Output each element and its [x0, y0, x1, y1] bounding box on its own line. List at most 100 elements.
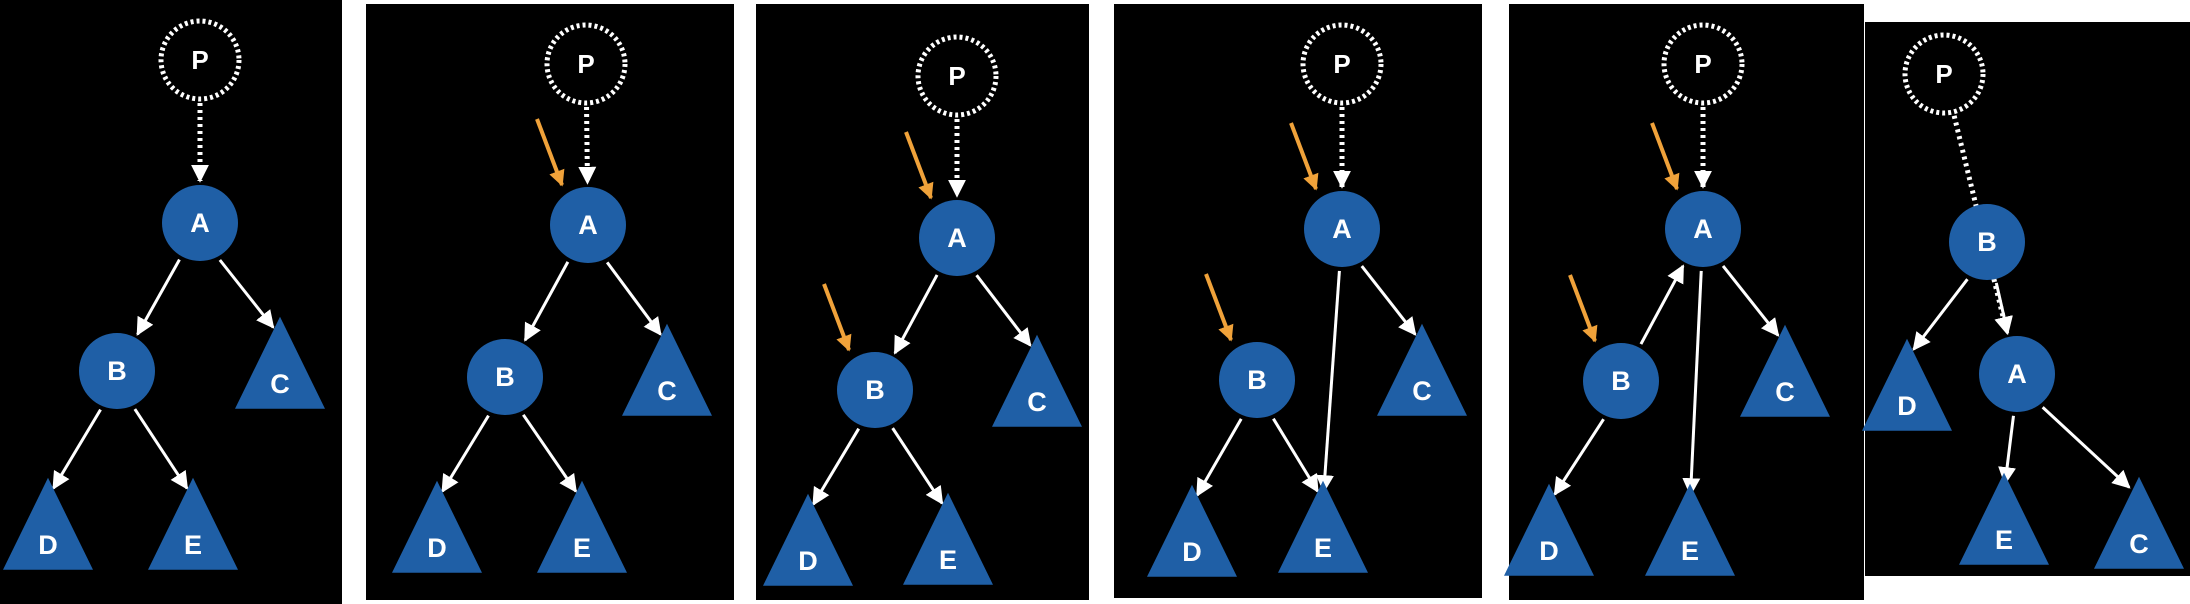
node-circle [1979, 336, 2055, 412]
node-circle [1304, 191, 1380, 267]
node-label: D [1539, 536, 1559, 566]
edge-B-E [1272, 417, 1319, 493]
node-circle [919, 200, 995, 276]
node-label: P [1935, 59, 1952, 89]
edge-P-A [1951, 115, 2012, 335]
node-label: E [1995, 525, 2013, 555]
edge-B-D [1912, 278, 1969, 351]
parent-circle [1661, 22, 1745, 106]
node-C: C [1377, 323, 1467, 416]
node-D: D [1862, 338, 1952, 431]
node-D: D [1504, 483, 1594, 576]
parent-circle [544, 22, 628, 106]
parent-circle [1300, 22, 1384, 106]
node-label: D [798, 546, 818, 576]
node-P: P [1661, 22, 1745, 106]
node-label: A [1332, 214, 1352, 244]
node-label: C [1412, 376, 1432, 406]
node-circle [550, 187, 626, 263]
node-label: E [573, 533, 591, 563]
edge-P-A [578, 106, 597, 185]
highlight-arrow-B [1568, 274, 1598, 343]
node-B: B [837, 352, 913, 428]
edge-A-C [218, 259, 275, 329]
edge-A-B [136, 258, 181, 336]
node-label: E [939, 545, 957, 575]
node-label: A [578, 210, 598, 240]
subtree-triangle [392, 480, 482, 573]
node-E: E [1278, 480, 1368, 573]
highlight-arrow-A [1289, 122, 1319, 191]
node-A: A [550, 187, 626, 263]
node-label: B [495, 362, 515, 392]
node-circle [837, 352, 913, 428]
subtree-triangle [622, 323, 712, 416]
subtree-triangle [2094, 476, 2184, 569]
edge-A-E [1315, 270, 1341, 494]
edge-B-D [52, 408, 102, 490]
node-C: C [1740, 324, 1830, 417]
edge-B-E [522, 413, 578, 493]
edge-A-B [893, 274, 939, 355]
node-label: C [657, 376, 677, 406]
node-C: C [2094, 476, 2184, 569]
subtree-triangle [537, 480, 627, 573]
node-label: P [191, 45, 208, 75]
edge-B-D [812, 427, 860, 506]
edge-B-E [891, 427, 944, 505]
edge-A-C [2041, 406, 2131, 489]
edge-A-C [1360, 265, 1417, 336]
node-label: P [577, 49, 594, 79]
node-D: D [763, 493, 853, 586]
node-E: E [1959, 472, 2049, 565]
node-label: D [38, 530, 58, 560]
panel-3: P A B C D E [756, 4, 1089, 600]
node-A: A [1979, 336, 2055, 412]
parent-circle [158, 18, 242, 102]
node-D: D [3, 477, 93, 570]
node-label: A [190, 208, 210, 238]
node-circle [79, 333, 155, 409]
node-label: A [1693, 214, 1713, 244]
node-P: P [158, 18, 242, 102]
node-P: P [1902, 32, 1986, 116]
edge-A-E [1998, 415, 2016, 486]
node-label: C [1027, 387, 1047, 417]
parent-circle [915, 34, 999, 118]
subtree-triangle [992, 334, 1082, 427]
node-label: P [1694, 49, 1711, 79]
subtree-triangle [3, 477, 93, 570]
node-label: D [1897, 391, 1917, 421]
node-E: E [903, 492, 993, 585]
node-B: B [1949, 204, 2025, 280]
node-P: P [915, 34, 999, 118]
node-circle [1665, 191, 1741, 267]
edge-A-E [1682, 270, 1703, 497]
subtree-triangle [1278, 480, 1368, 573]
subtree-triangle [1862, 338, 1952, 431]
subtree-triangle [1377, 323, 1467, 416]
panel-6: P BA D E C [1862, 22, 2190, 576]
node-circle [1949, 204, 2025, 280]
node-circle [1219, 342, 1295, 418]
edge-B-D [1553, 418, 1605, 496]
node-E: E [537, 480, 627, 573]
node-B: B [79, 333, 155, 409]
node-label: A [947, 223, 967, 253]
edge-A-C [605, 261, 662, 336]
highlight-arrow-B [822, 283, 852, 352]
node-circle [1583, 343, 1659, 419]
subtree-triangle [1740, 324, 1830, 417]
node-label: B [107, 356, 127, 386]
node-A: A [919, 200, 995, 276]
panel-background [366, 4, 734, 600]
node-A: A [1665, 191, 1741, 267]
subtree-triangle [1645, 483, 1735, 576]
subtree-triangle [1959, 472, 2049, 565]
node-C: C [622, 323, 712, 416]
node-P: P [1300, 22, 1384, 106]
subtree-triangle [235, 316, 325, 409]
